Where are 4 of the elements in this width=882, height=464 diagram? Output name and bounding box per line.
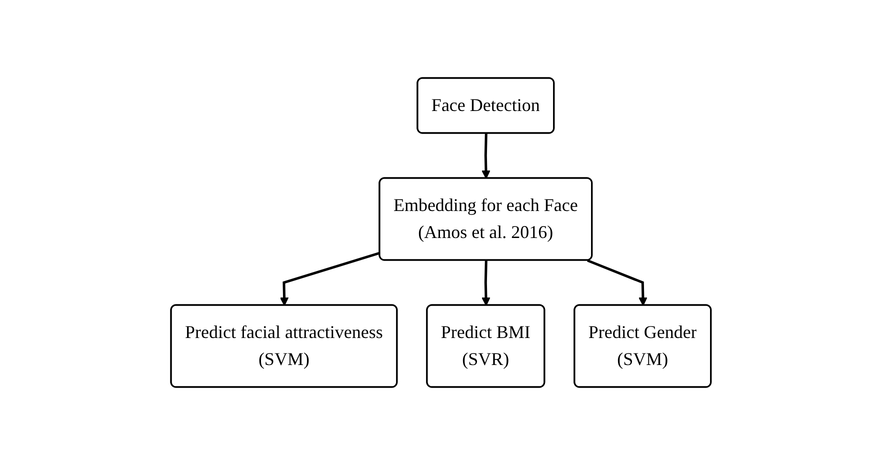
arrow: [587, 258, 648, 306]
arrow: [482, 132, 490, 178]
arrow: [280, 251, 380, 306]
arrow: [482, 260, 490, 306]
